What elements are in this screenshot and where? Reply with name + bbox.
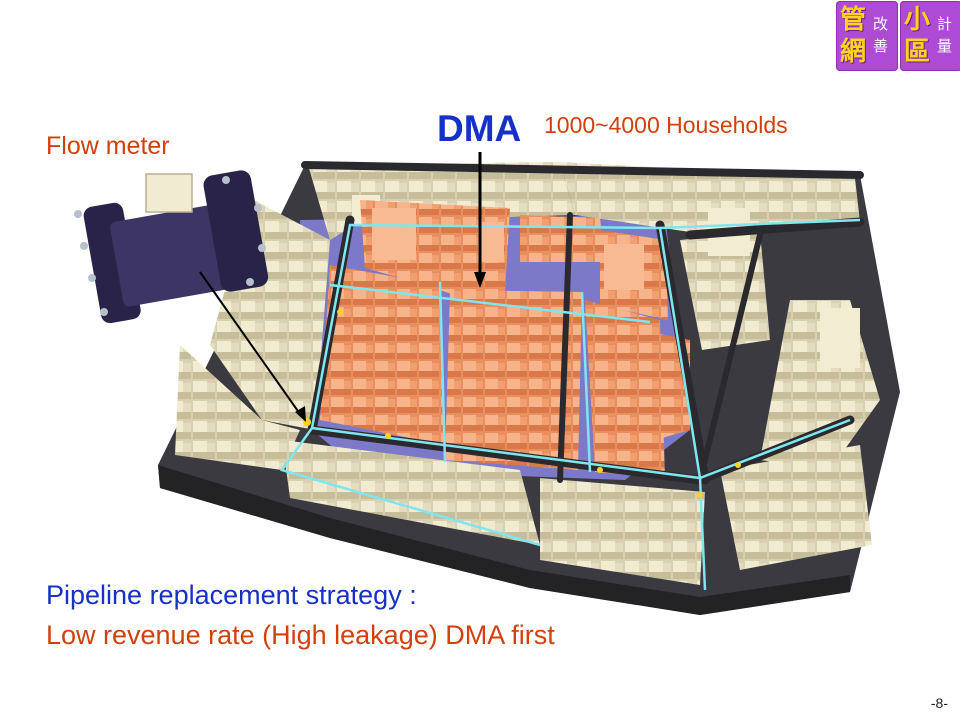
logo-char: 區 bbox=[904, 37, 931, 67]
logo-char: 量 bbox=[937, 37, 953, 55]
surrounding-buildings bbox=[175, 162, 880, 585]
meter-locations bbox=[303, 309, 741, 498]
logo-right-box: 小 區 計 量 bbox=[900, 1, 960, 71]
households-label: 1000~4000 Households bbox=[544, 112, 788, 138]
flow-meter-arrow bbox=[199, 271, 306, 422]
logo-char: 改 bbox=[873, 15, 889, 33]
logo-char: 管 bbox=[840, 5, 867, 35]
flow-meter-label: Flow meter bbox=[46, 132, 170, 160]
page-number: -8- bbox=[930, 695, 948, 711]
strategy-detail: Low revenue rate (High leakage) DMA firs… bbox=[46, 620, 555, 650]
dma-arrow bbox=[474, 152, 486, 288]
logo-char: 網 bbox=[840, 37, 867, 67]
logo-char: 小 bbox=[904, 5, 931, 35]
dma-label: DMA bbox=[437, 108, 522, 149]
logo-left-box: 管 網 改 善 bbox=[836, 1, 898, 71]
pipe-network bbox=[279, 218, 861, 591]
strategy-heading: Pipeline replacement strategy : bbox=[46, 580, 417, 610]
logo-char: 計 bbox=[937, 15, 953, 33]
logo-char: 善 bbox=[873, 37, 889, 55]
